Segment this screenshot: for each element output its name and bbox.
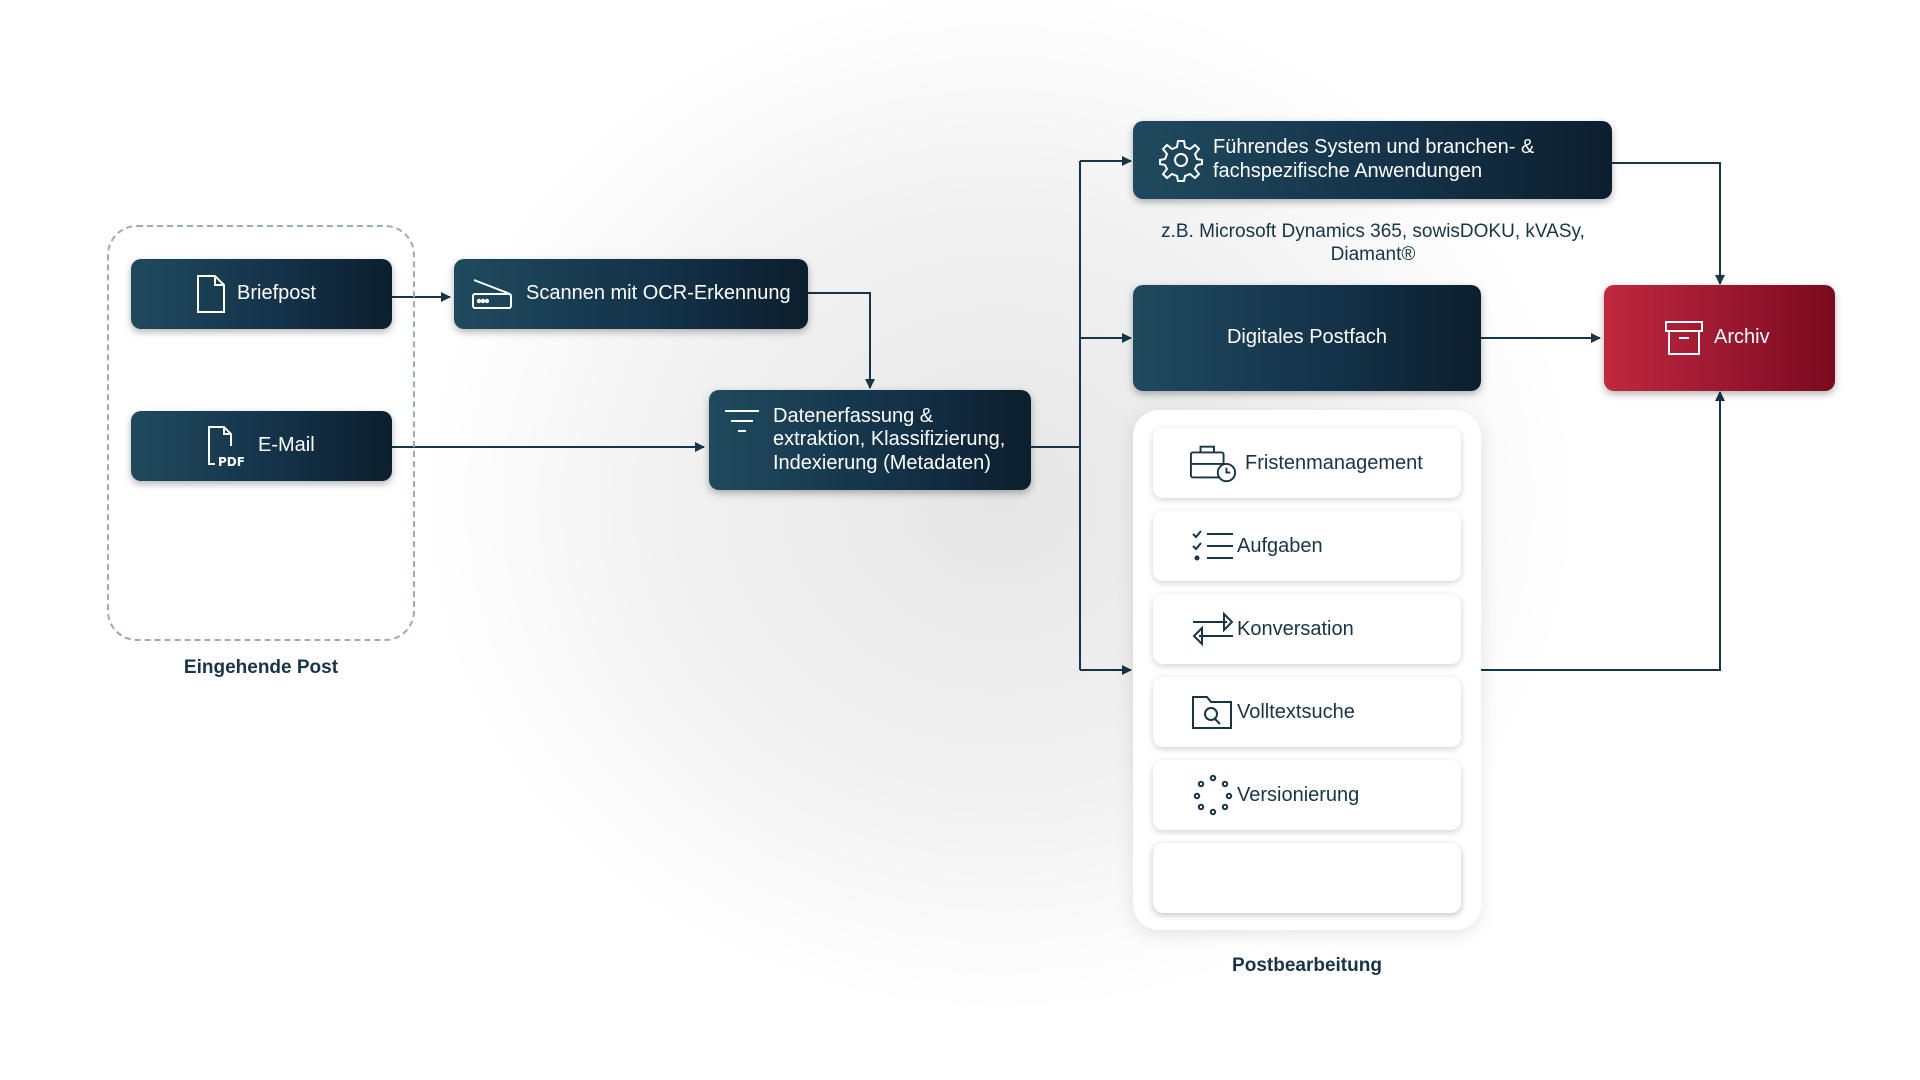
leading-system-examples: z.B. Microsoft Dynamics 365, sowisDOKU, … — [1161, 221, 1585, 266]
incoming-mail-caption: Eingehende Post — [183, 657, 339, 678]
checklist-icon — [1189, 522, 1237, 570]
feature-card-volltextsuche: Volltextsuche — [1153, 677, 1461, 747]
archive-node: Archiv — [1604, 285, 1835, 391]
svg-text:PDF: PDF — [218, 455, 245, 468]
arrow-leading-system-to-archive — [1612, 162, 1725, 285]
filter-icon — [723, 408, 761, 438]
feature-label: Aufgaben — [1237, 534, 1323, 557]
feature-label: Versionierung — [1237, 783, 1360, 806]
email-node: PDF E-Mail — [131, 411, 392, 481]
feature-card-konversation: Konversation — [1153, 594, 1461, 664]
folder-tree-icon — [1189, 854, 1237, 902]
document-icon — [195, 273, 227, 315]
digital-mailbox-node: Digitales Postfach — [1133, 285, 1481, 391]
post-processing-caption: Postbearbeitung — [1232, 955, 1382, 976]
feature-label: Fristenmanagement — [1245, 451, 1423, 474]
email-label: E-Mail — [258, 434, 315, 457]
feature-card-dms: DMS — [1153, 843, 1461, 913]
folder-search-icon — [1189, 688, 1237, 736]
dotted-circle-icon — [1189, 771, 1237, 819]
scan-ocr-label: Scannen mit OCR-Erkennung — [526, 282, 791, 305]
feature-card-fristenmanagement: Fristenmanagement — [1153, 428, 1461, 498]
data-capture-node: Datenerfassung & extraktion, Klassifizie… — [709, 390, 1031, 490]
deadline-briefcase-clock-icon — [1189, 439, 1237, 487]
archive-box-icon — [1664, 319, 1704, 357]
feature-label: DMS — [1237, 866, 1282, 889]
arrow-processing-to-archive — [1481, 391, 1725, 671]
scan-ocr-node: Scannen mit OCR-Erkennung — [454, 259, 808, 329]
exchange-arrows-icon — [1189, 605, 1237, 653]
briefpost-node: Briefpost — [131, 259, 392, 329]
scanner-icon — [470, 274, 514, 314]
archive-label: Archiv — [1714, 326, 1770, 349]
pdf-file-icon: PDF — [206, 424, 248, 468]
leading-system-label: Führendes System und branchen- & fachspe… — [1213, 136, 1535, 182]
feature-card-aufgaben: Aufgaben — [1153, 511, 1461, 581]
leading-system-node: Führendes System und branchen- & fachspe… — [1133, 121, 1612, 199]
feature-label: Volltextsuche — [1237, 700, 1355, 723]
data-capture-label: Datenerfassung & extraktion, Klassifizie… — [773, 404, 1006, 474]
gear-icon — [1159, 138, 1203, 182]
briefpost-label: Briefpost — [237, 282, 316, 305]
feature-card-versionierung: Versionierung — [1153, 760, 1461, 830]
feature-label: Konversation — [1237, 617, 1354, 640]
digital-mailbox-label: Digitales Postfach — [1226, 326, 1388, 349]
arrow-scan-to-datacapture — [808, 292, 875, 389]
incoming-mail-group — [107, 225, 415, 641]
